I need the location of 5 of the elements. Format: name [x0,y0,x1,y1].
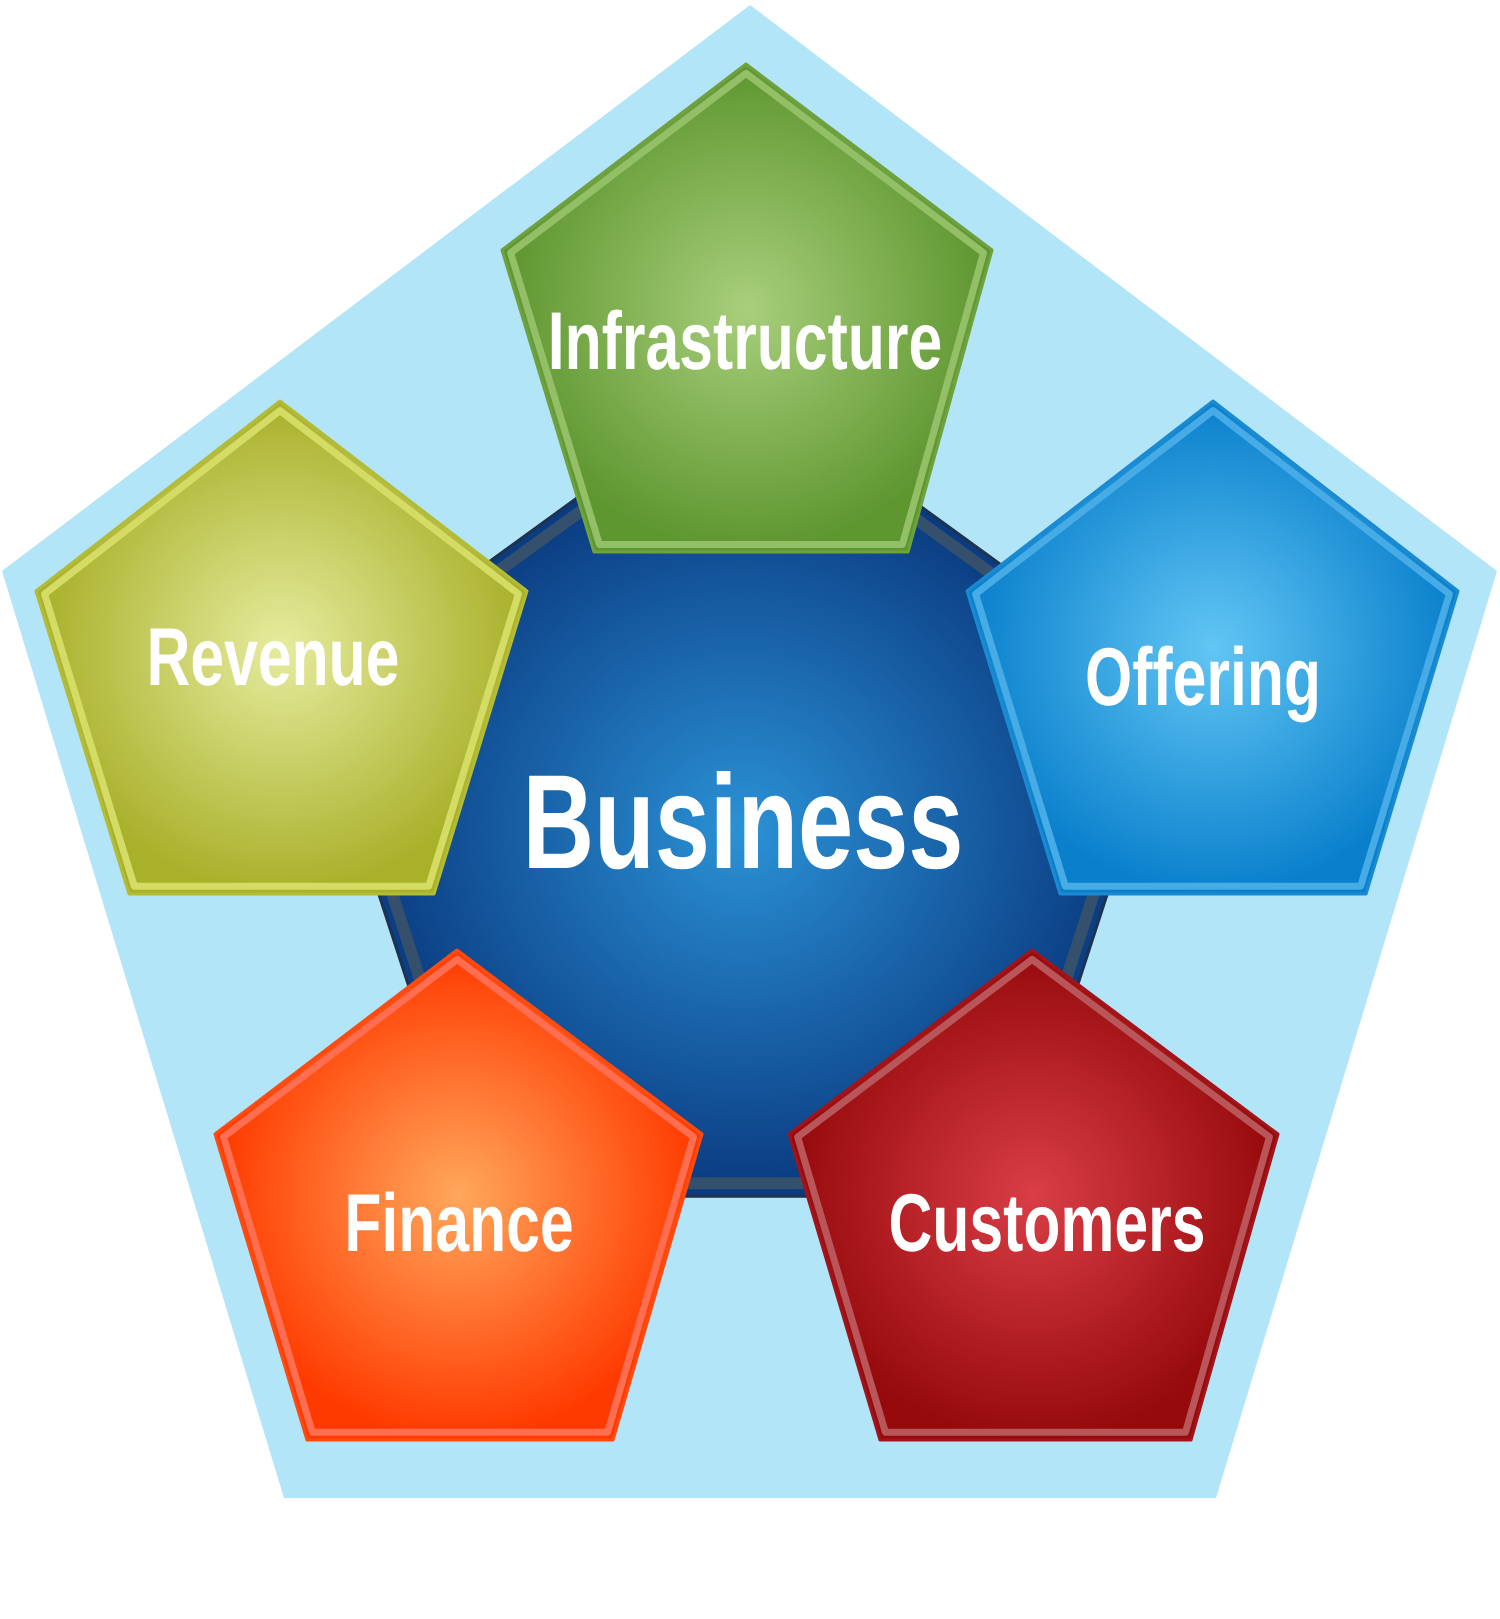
pentagon: Revenue [34,399,529,896]
pentagon: Infrastructure [500,62,994,554]
pentagon: Customers [787,948,1280,1442]
pentagon: Finance [213,948,704,1442]
pentagon: Offering [965,399,1460,896]
